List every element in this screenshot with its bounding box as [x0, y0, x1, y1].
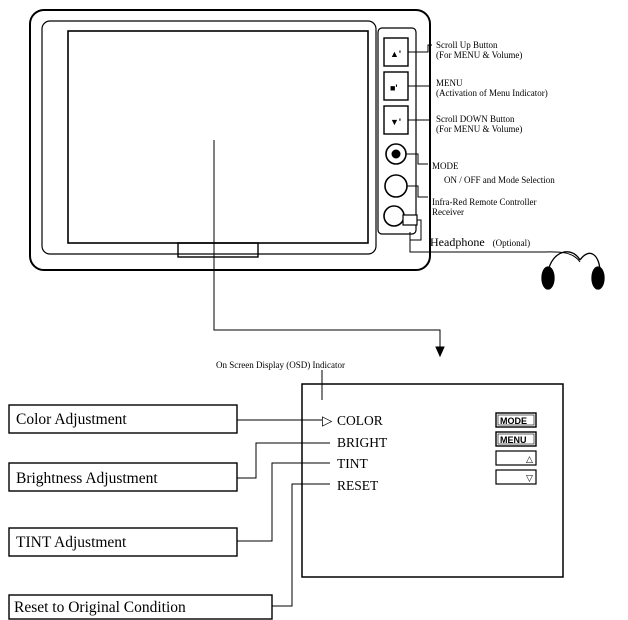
brightness-callout-box [8, 462, 238, 492]
callouts [8, 404, 273, 620]
leader-headphone [410, 219, 422, 241]
scroll-up-label: Scroll Up Button(For MENU & Volume) [436, 40, 522, 60]
leader-mode [406, 153, 428, 165]
leader-scroll-up [408, 44, 432, 53]
osd-menu-button-label: MENU [500, 435, 527, 445]
osd-menu-items: ▷ COLOR BRIGHT TINT RESET [322, 413, 388, 493]
osd-up-button [495, 450, 537, 466]
headphone-label: Headphone(Optional) [430, 235, 530, 249]
osd-indicator-label: On Screen Display (OSD) Indicator [216, 360, 345, 370]
brightness-callout-label: Brightness Adjustment [16, 470, 158, 487]
callout-leaders [237, 419, 330, 607]
reset-callout-label: Reset to Original Condition [14, 599, 186, 616]
osd-up-arrow-icon: △ [526, 454, 533, 464]
osd-mode-button [495, 412, 537, 428]
osd-menu-button [495, 431, 537, 447]
reset-leader [272, 483, 330, 607]
osd-item-bright: BRIGHT [337, 435, 388, 450]
monitor-screen [67, 30, 369, 244]
osd-item-tint: TINT [337, 456, 368, 471]
tint-callout-box [8, 527, 238, 557]
osd-buttons: MODE MENU △ ▽ [495, 412, 537, 485]
menu-label: MENU(Activation of Menu Indicator) [436, 78, 548, 98]
headphone-jack [383, 205, 405, 227]
scroll-down-label: Scroll DOWN Button(For MENU & Volume) [436, 114, 522, 134]
osd-mode-button-label: MODE [500, 416, 527, 426]
infrared-receiver [384, 174, 408, 198]
callout-labels: Color Adjustment Brightness Adjustment T… [14, 411, 186, 616]
monitor-bezel-outer [29, 9, 431, 271]
menu-button-icon: ■' [390, 83, 398, 93]
monitor-stand-tab [177, 242, 259, 258]
osd-panel [301, 383, 564, 578]
tint-callout-label: TINT Adjustment [16, 534, 127, 551]
osd-down-button [495, 469, 537, 485]
brightness-leader [237, 442, 330, 479]
headphone-icon [541, 251, 605, 290]
osd-item-reset: RESET [337, 478, 379, 493]
monitor-bezel-inner [41, 20, 377, 255]
headphone-plug [402, 214, 418, 226]
osd-item-color: COLOR [337, 413, 383, 428]
button-panel [377, 27, 417, 235]
leader-infrared [407, 185, 428, 198]
button-leaders [406, 44, 581, 263]
scroll-up-button-icon: ▲' [390, 49, 401, 59]
mode-button-center-icon [391, 149, 401, 159]
screen-to-osd-leader [213, 140, 445, 358]
color-callout-box [8, 404, 238, 434]
tint-leader [237, 462, 330, 542]
osd-down-arrow-icon: ▽ [526, 473, 533, 483]
color-callout-label: Color Adjustment [16, 411, 127, 428]
monitor [29, 9, 431, 271]
monitor-labels: Scroll Up Button(For MENU & Volume) MENU… [430, 40, 555, 249]
reset-callout-box [8, 594, 273, 620]
side-buttons: ▲' ■' ▼' [383, 37, 418, 227]
scroll-down-button-icon: ▼' [390, 117, 401, 127]
osd-pointer-icon: ▷ [322, 413, 333, 428]
headphone-cord [409, 232, 581, 263]
